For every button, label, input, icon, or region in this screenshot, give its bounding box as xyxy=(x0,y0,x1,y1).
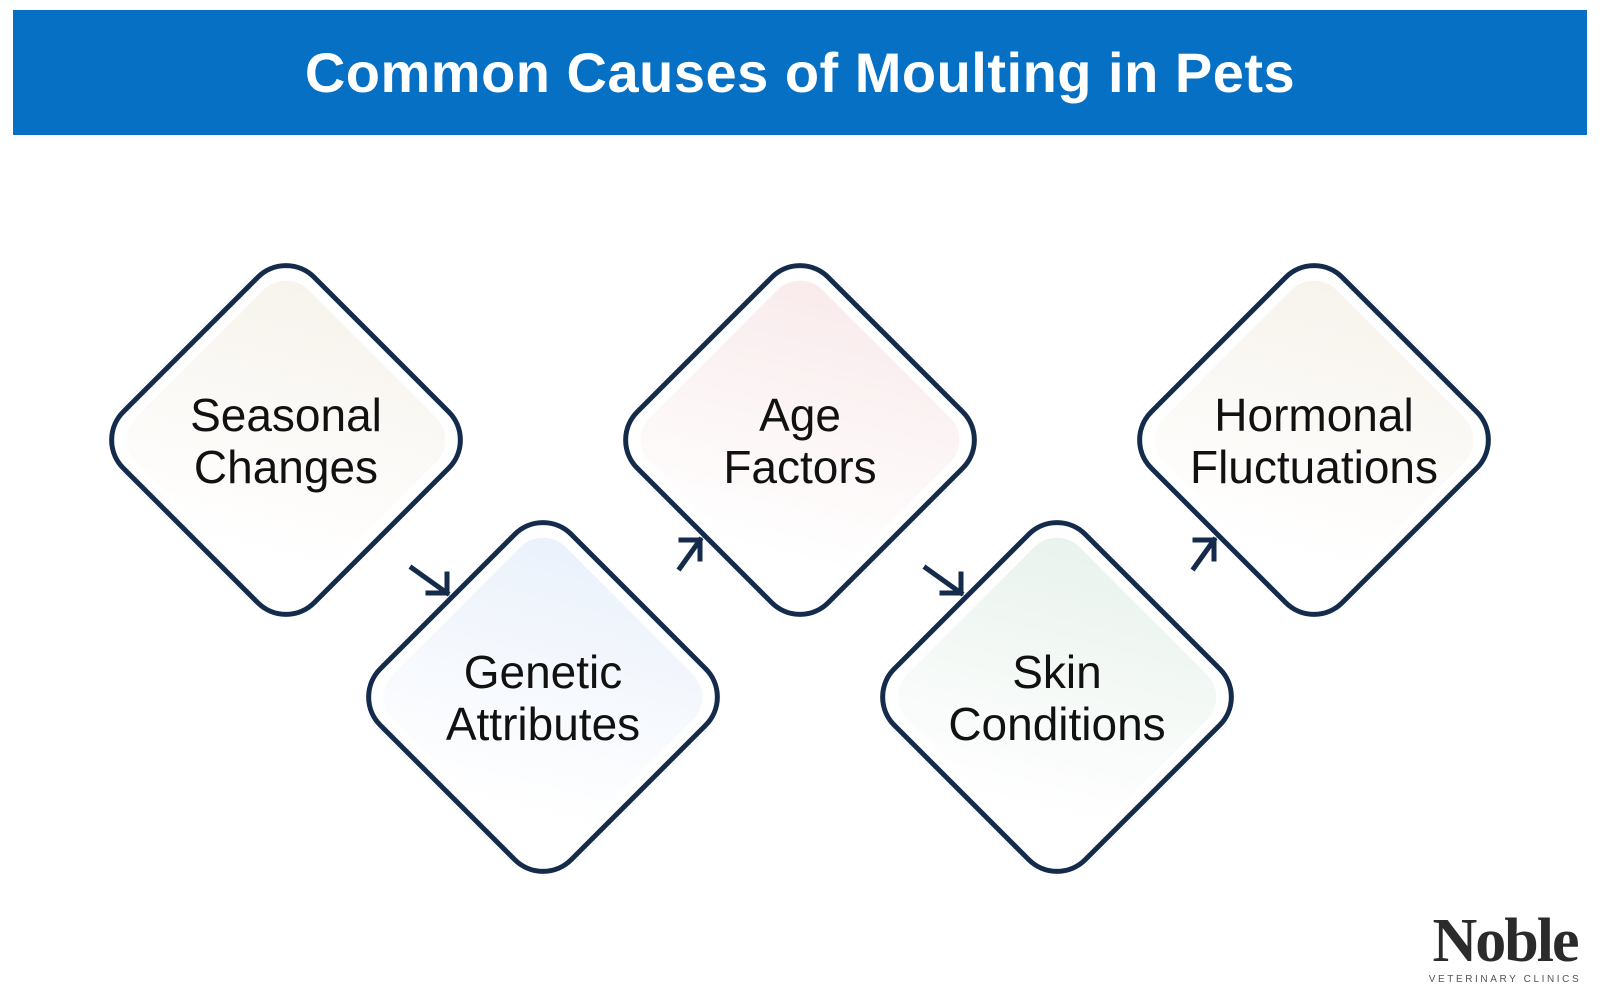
arrow-down-right-icon xyxy=(408,564,451,597)
arrow-up-right-icon xyxy=(676,536,704,572)
step-label-line: Hormonal xyxy=(1214,389,1413,441)
step-label-line: Fluctuations xyxy=(1190,441,1438,493)
step-diamond-fill xyxy=(1154,280,1474,600)
step-diamond-fill xyxy=(640,280,960,600)
diagram-title: Common Causes of Moulting in Pets xyxy=(304,41,1296,104)
step-skin-conditions: Skin Conditions xyxy=(870,510,1244,884)
step-diamond-fill xyxy=(126,280,446,600)
arrow-down-right-icon xyxy=(922,564,965,597)
step-label-line: Age xyxy=(759,389,841,441)
logo-subtitle: VETERINARY CLINICS xyxy=(1428,974,1582,985)
title-banner: Common Causes of Moulting in Pets xyxy=(13,10,1587,135)
step-label-line: Skin xyxy=(1012,646,1101,698)
step-diamond-fill xyxy=(383,537,703,857)
step-label-line: Conditions xyxy=(948,698,1165,750)
step-label-line: Genetic xyxy=(464,646,623,698)
step-diamond-fill xyxy=(897,537,1217,857)
step-label-line: Changes xyxy=(194,441,378,493)
step-genetic-attributes: Genetic Attributes xyxy=(356,510,730,884)
step-label-line: Seasonal xyxy=(190,389,382,441)
step-seasonal-changes: Seasonal Changes xyxy=(109,263,463,617)
step-label-line: Factors xyxy=(723,441,876,493)
noble-logo: Noble VETERINARY CLINICS xyxy=(1424,907,1586,985)
step-hormonal-fluctuations: Hormonal Fluctuations xyxy=(1137,263,1491,617)
step-age-factors: Age Factors xyxy=(623,263,977,617)
arrow-up-right-icon xyxy=(1190,536,1218,572)
step-label-line: Attributes xyxy=(446,698,640,750)
logo-wordmark: Noble xyxy=(1432,907,1580,975)
